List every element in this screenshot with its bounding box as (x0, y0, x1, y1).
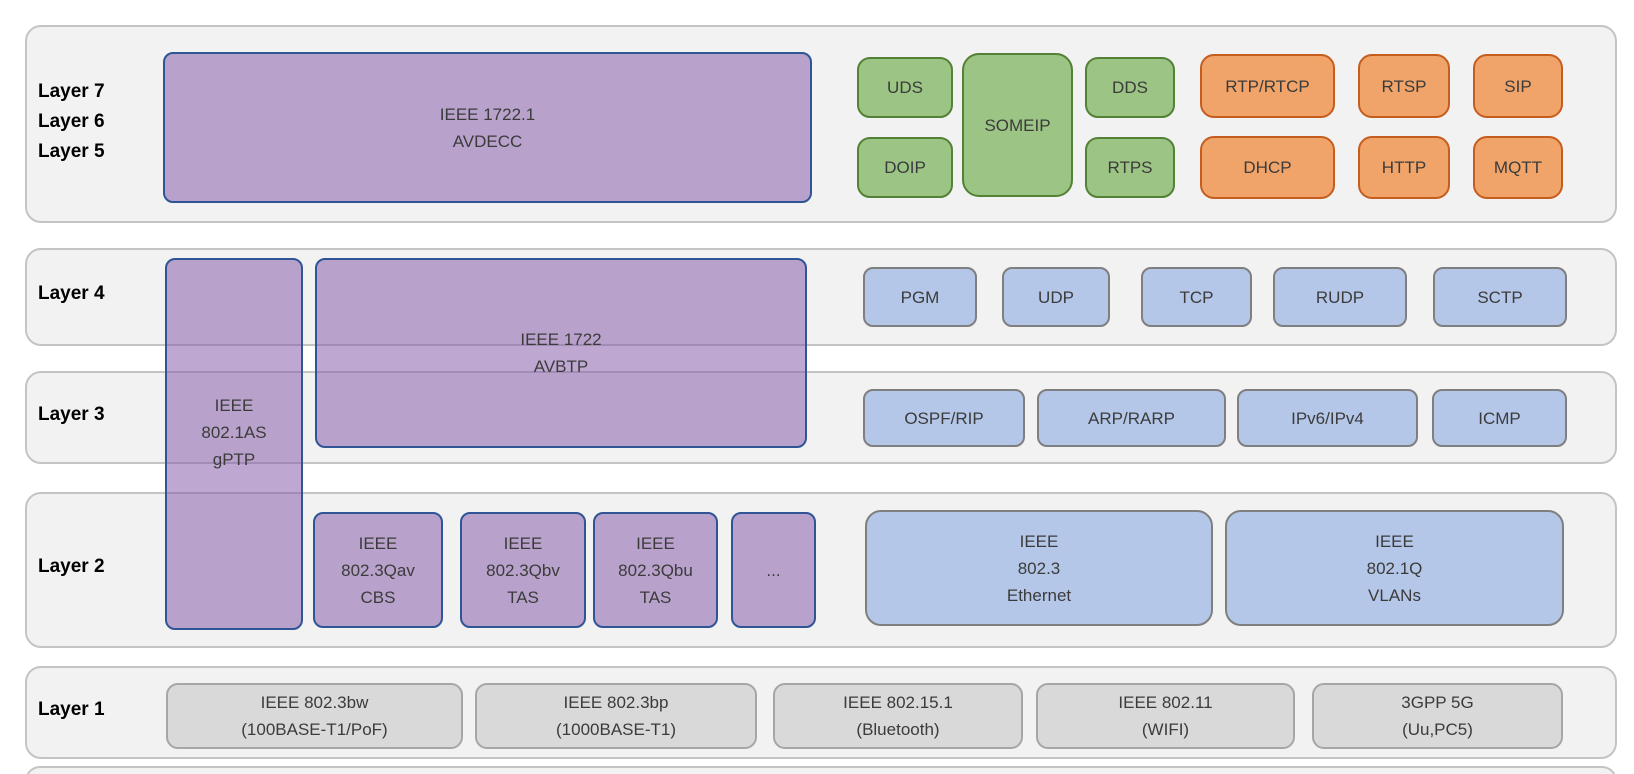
box-line: 3GPP 5G (1401, 693, 1474, 712)
box-line: CBS (360, 587, 396, 607)
box-line: IEEE (214, 395, 254, 415)
label-layer-6: Layer 6 (38, 111, 105, 132)
box-ieee-802-15-1-bluetooth: IEEE 802.15.1 (Bluetooth) (773, 683, 1023, 749)
box-icmp: ICMP (1432, 389, 1567, 447)
box-mqtt: MQTT (1473, 136, 1563, 199)
box-pgm: PGM (863, 267, 977, 327)
box-udp: UDP (1002, 267, 1110, 327)
box-line: TAS (639, 587, 672, 607)
box-line: PGM (900, 287, 940, 307)
box-rtps: RTPS (1085, 137, 1175, 198)
box-line: DHCP (1243, 158, 1292, 177)
box-line: ARP/RARP (1088, 408, 1175, 428)
label-layer-7: Layer 7 (38, 81, 105, 102)
box-line: MQTT (1493, 158, 1543, 177)
box-line: AVDECC (452, 131, 523, 151)
band-cropped-bottom (25, 766, 1617, 774)
box-line: 802.1AS (201, 422, 267, 442)
box-line: IEEE (503, 533, 543, 553)
box-line: IPv6/IPv4 (1291, 408, 1364, 428)
box-ieee-802-1as-gptp: IEEE 802.1AS gPTP (165, 258, 303, 630)
box-arp-rarp: ARP/RARP (1037, 389, 1226, 447)
box-line: RTPS (1107, 158, 1153, 177)
box-rtsp: RTSP (1358, 54, 1450, 118)
box-ieee-802-3bp-1000base-t1: IEEE 802.3bp (1000BASE-T1) (475, 683, 757, 749)
box-line: IEEE (1375, 531, 1414, 551)
box-line: UDS (887, 78, 923, 97)
box-line: RTP/RTCP (1225, 76, 1310, 96)
box-ieee-1722-1-avdecc: IEEE 1722.1 AVDECC (163, 52, 812, 203)
box-ieee-802-3qbv-tas: IEEE 802.3Qbv TAS (460, 512, 586, 628)
box-line: UDP (1038, 287, 1074, 307)
box-line: (100BASE-T1/PoF) (241, 720, 388, 739)
box-line: AVBTP (533, 357, 589, 376)
box-line: (WIFI) (1141, 720, 1190, 739)
box-ospf-rip: OSPF/RIP (863, 389, 1025, 447)
box-line: 802.3Qbu (618, 560, 693, 580)
box-line: 802.1Q (1366, 558, 1423, 578)
box-ieee-802-1q-vlans: IEEE 802.1Q VLANs (1225, 510, 1564, 626)
box-line: OSPF/RIP (904, 408, 984, 428)
box-line: Ethernet (1006, 585, 1072, 605)
box-line: 802.3Qbv (486, 560, 560, 580)
box-line: SIP (1504, 76, 1532, 96)
box-someip: SOMEIP (962, 53, 1073, 197)
box-line: IEEE 802.11 (1118, 693, 1213, 712)
box-rtp-rtcp: RTP/RTCP (1200, 54, 1335, 118)
label-layer-4: Layer 4 (38, 283, 105, 304)
box-line: HTTP (1381, 158, 1427, 177)
box-line: ... (766, 560, 781, 580)
box-line: SOMEIP (984, 115, 1051, 135)
box-line: RTSP (1381, 76, 1427, 96)
box-line: ICMP (1478, 408, 1521, 428)
box-3gpp-5g-uu-pc5: 3GPP 5G (Uu,PC5) (1312, 683, 1563, 749)
box-line: 802.3Qav (341, 560, 415, 580)
box-dds: DDS (1085, 57, 1175, 118)
label-layer-2: Layer 2 (38, 556, 105, 577)
box-uds: UDS (857, 57, 953, 118)
box-http: HTTP (1358, 136, 1450, 199)
box-ieee-1722-avbtp: IEEE 1722 AVBTP (315, 258, 807, 448)
box-line: IEEE 802.15.1 (843, 693, 953, 712)
box-line: (Uu,PC5) (1402, 720, 1473, 739)
box-line: IEEE 1722.1 (439, 104, 536, 124)
box-line: IEEE (636, 533, 675, 553)
box-ellipsis-more-standards: ... (731, 512, 816, 628)
label-layer-5: Layer 5 (38, 141, 105, 162)
box-line: 802.3 (1017, 558, 1061, 578)
box-ieee-802-11-wifi: IEEE 802.11 (WIFI) (1036, 683, 1295, 749)
box-line: RUDP (1315, 287, 1365, 307)
box-sctp: SCTP (1433, 267, 1567, 327)
box-doip: DOIP (857, 137, 953, 198)
box-ieee-802-3qav-cbs: IEEE 802.3Qav CBS (313, 512, 443, 628)
label-layer-3: Layer 3 (38, 404, 105, 425)
box-line: IEEE 802.3bw (260, 693, 369, 712)
box-ipv6-ipv4: IPv6/IPv4 (1237, 389, 1418, 447)
box-ieee-802-3-ethernet: IEEE 802.3 Ethernet (865, 510, 1213, 626)
box-line: TAS (507, 587, 539, 607)
box-line: DOIP (884, 158, 926, 177)
box-line: TCP (1179, 287, 1214, 307)
box-line: IEEE 1722 (520, 330, 602, 349)
box-ieee-802-3bw-100base-t1-pof: IEEE 802.3bw (100BASE-T1/PoF) (166, 683, 463, 749)
box-line: DDS (1112, 78, 1148, 97)
box-line: IEEE (1019, 531, 1059, 551)
box-line: (Bluetooth) (856, 720, 940, 739)
box-line: IEEE 802.3bp (563, 693, 669, 712)
box-sip: SIP (1473, 54, 1563, 118)
box-line: (1000BASE-T1) (556, 720, 676, 739)
box-ieee-802-3qbu-tas: IEEE 802.3Qbu TAS (593, 512, 718, 628)
box-rudp: RUDP (1273, 267, 1407, 327)
box-line: VLANs (1368, 585, 1421, 605)
box-dhcp: DHCP (1200, 136, 1335, 199)
box-line: IEEE (358, 533, 398, 553)
box-line: gPTP (212, 449, 256, 469)
box-tcp: TCP (1141, 267, 1252, 327)
box-line: SCTP (1477, 287, 1523, 307)
label-layer-1: Layer 1 (38, 699, 105, 720)
